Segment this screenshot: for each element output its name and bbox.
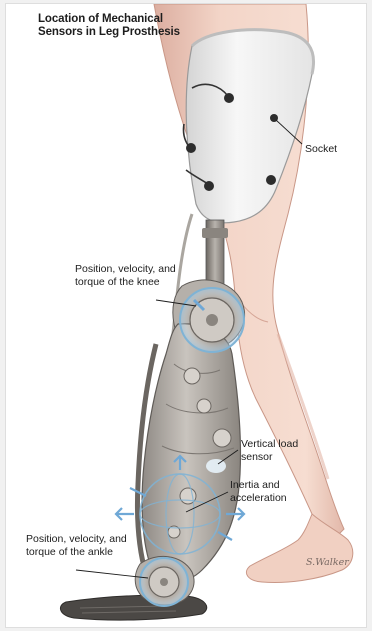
label-socket: Socket bbox=[305, 143, 337, 156]
page-title: Location of Mechanical Sensors in Leg Pr… bbox=[38, 13, 198, 39]
label-ankle-sensor: Position, velocity, and torque of the an… bbox=[26, 533, 136, 558]
vertical-load-sensor-glow bbox=[206, 459, 226, 473]
knee-sensor-ring bbox=[180, 288, 244, 352]
shin-bolt bbox=[213, 429, 231, 447]
shin-bolt bbox=[197, 399, 211, 413]
prosthetic-foot bbox=[60, 556, 206, 620]
illustration-frame: Location of Mechanical Sensors in Leg Pr… bbox=[6, 4, 366, 627]
shin-frame bbox=[142, 324, 240, 582]
pylon-clamp bbox=[202, 228, 228, 238]
socket-sensor bbox=[266, 175, 276, 185]
socket-sensor bbox=[224, 93, 234, 103]
label-vertical-load-sensor: Vertical load sensor bbox=[241, 438, 331, 463]
socket-sensor bbox=[204, 181, 214, 191]
label-inertia-sensor: Inertia and acceleration bbox=[230, 479, 320, 504]
label-knee-sensor: Position, velocity, and torque of the kn… bbox=[75, 263, 195, 288]
socket-sensor bbox=[186, 143, 196, 153]
axis-arrow-left bbox=[116, 508, 134, 520]
socket bbox=[183, 30, 313, 223]
artist-signature: S.Walker bbox=[306, 557, 349, 568]
shin-bolt bbox=[184, 368, 200, 384]
socket-shell bbox=[186, 30, 313, 223]
